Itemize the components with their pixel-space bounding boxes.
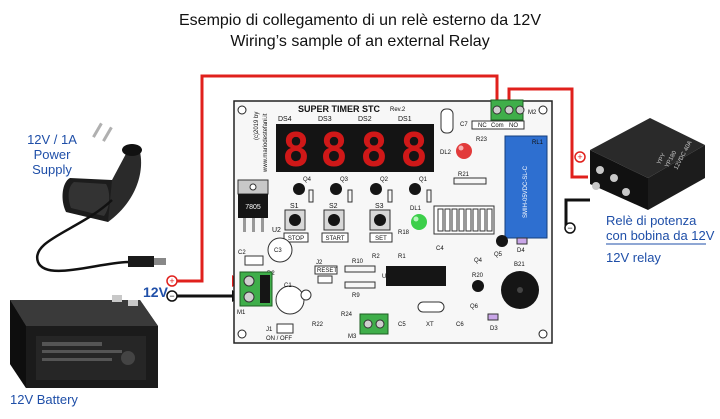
svg-text:S2: S2 (329, 203, 338, 210)
svg-text:U2: U2 (272, 227, 281, 234)
svg-text:C2: C2 (238, 250, 246, 256)
svg-text:Q4: Q4 (303, 177, 312, 183)
set-label: SET (375, 236, 387, 242)
ds2-label: DS2 (358, 116, 372, 123)
board-copyright: (c)2019 by (254, 112, 260, 140)
svg-text:Q3: Q3 (340, 177, 349, 183)
ds1-label: DS1 (398, 116, 412, 123)
seven-segment-display (276, 124, 434, 172)
svg-text:C3: C3 (274, 248, 282, 254)
svg-text:C1: C1 (284, 283, 292, 289)
power-supply-label: 12V / 1A Power Supply (27, 132, 77, 177)
svg-text:D4: D4 (517, 248, 525, 254)
svg-text:C4: C4 (436, 246, 444, 252)
stop-label: STOP (288, 236, 304, 242)
title-english: Wiring’s sample of an external Relay (230, 33, 490, 50)
svg-text:R2: R2 (372, 254, 380, 260)
svg-text:R1: R1 (398, 254, 406, 260)
svg-text:C7: C7 (460, 122, 468, 128)
regulator-label: 7805 (245, 204, 261, 211)
terminal-com: Com (491, 123, 504, 129)
svg-text:B21: B21 (514, 262, 525, 268)
digit-4: 8 (400, 123, 428, 177)
svg-text:D3: D3 (490, 326, 498, 332)
relay-label-english: 12V relay (606, 250, 661, 265)
svg-text:Q2: Q2 (380, 177, 389, 183)
svg-text:R21: R21 (458, 172, 470, 178)
svg-text:R20: R20 (472, 273, 484, 279)
svg-text:R9: R9 (352, 293, 360, 299)
start-label: START (325, 236, 344, 242)
relay-minus-mark: − (567, 223, 572, 233)
svg-text:J1: J1 (266, 327, 273, 333)
svg-text:R24: R24 (341, 312, 353, 318)
svg-text:R22: R22 (312, 322, 324, 328)
minus-mark: − (169, 291, 174, 301)
svg-text:C6: C6 (456, 322, 464, 328)
ds4-label: DS4 (278, 116, 292, 123)
battery (10, 295, 158, 388)
svg-text:Q1: Q1 (419, 177, 428, 183)
input-voltage-label: 12V (143, 284, 168, 300)
svg-text:DL2: DL2 (440, 150, 452, 156)
svg-text:U1: U1 (382, 274, 390, 280)
svg-text:J2: J2 (316, 260, 323, 266)
power-adapter (35, 122, 166, 273)
relay-brand: YPY (656, 153, 667, 166)
digit-1: 8 (282, 123, 310, 177)
svg-text:RL1: RL1 (532, 140, 544, 146)
external-relay: YPY YP180 12VDC 40A (590, 118, 705, 210)
terminal-no: NO (509, 123, 518, 129)
svg-text:S1: S1 (290, 203, 299, 210)
svg-text:R18: R18 (398, 230, 410, 236)
svg-text:S3: S3 (375, 203, 384, 210)
digit-2: 8 (320, 123, 348, 177)
svg-text:R10: R10 (352, 259, 364, 265)
svg-text:M2: M2 (528, 110, 537, 116)
on-off-label: ON / OFF (266, 336, 292, 342)
board-name: SUPER TIMER STC (298, 104, 381, 114)
svg-text:DL1: DL1 (410, 206, 422, 212)
ds3-label: DS3 (318, 116, 332, 123)
svg-text:R23: R23 (476, 137, 488, 143)
terminal-nc: NC (478, 123, 487, 129)
reset-label: RESET (317, 268, 337, 274)
relay-plus-mark: + (577, 152, 582, 162)
svg-text:XT: XT (426, 322, 434, 328)
relay-label: Relè di potenza con bobina da 12V (606, 213, 715, 243)
battery-label: 12V Battery (10, 392, 78, 407)
digit-3: 8 (360, 123, 388, 177)
svg-text:C5: C5 (398, 322, 406, 328)
svg-text:Q4: Q4 (474, 258, 483, 264)
plus-mark: + (169, 276, 174, 286)
pcb-board: SUPER TIMER STC Rev.2 (c)2019 by www.mar… (233, 99, 553, 344)
svg-text:Q6: Q6 (470, 304, 479, 310)
svg-text:M1: M1 (237, 310, 246, 316)
title-italian: Esempio di collegamento di un relè ester… (179, 12, 541, 29)
polarity-marks: + − − + (166, 151, 586, 302)
board-website: www.mariodestefani.it (263, 113, 269, 173)
svg-text:M3: M3 (348, 334, 357, 340)
svg-text:Q5: Q5 (494, 252, 503, 258)
board-rev: Rev.2 (390, 107, 406, 113)
onboard-relay-part: SMIH-05VDC-SL-C (523, 165, 529, 218)
